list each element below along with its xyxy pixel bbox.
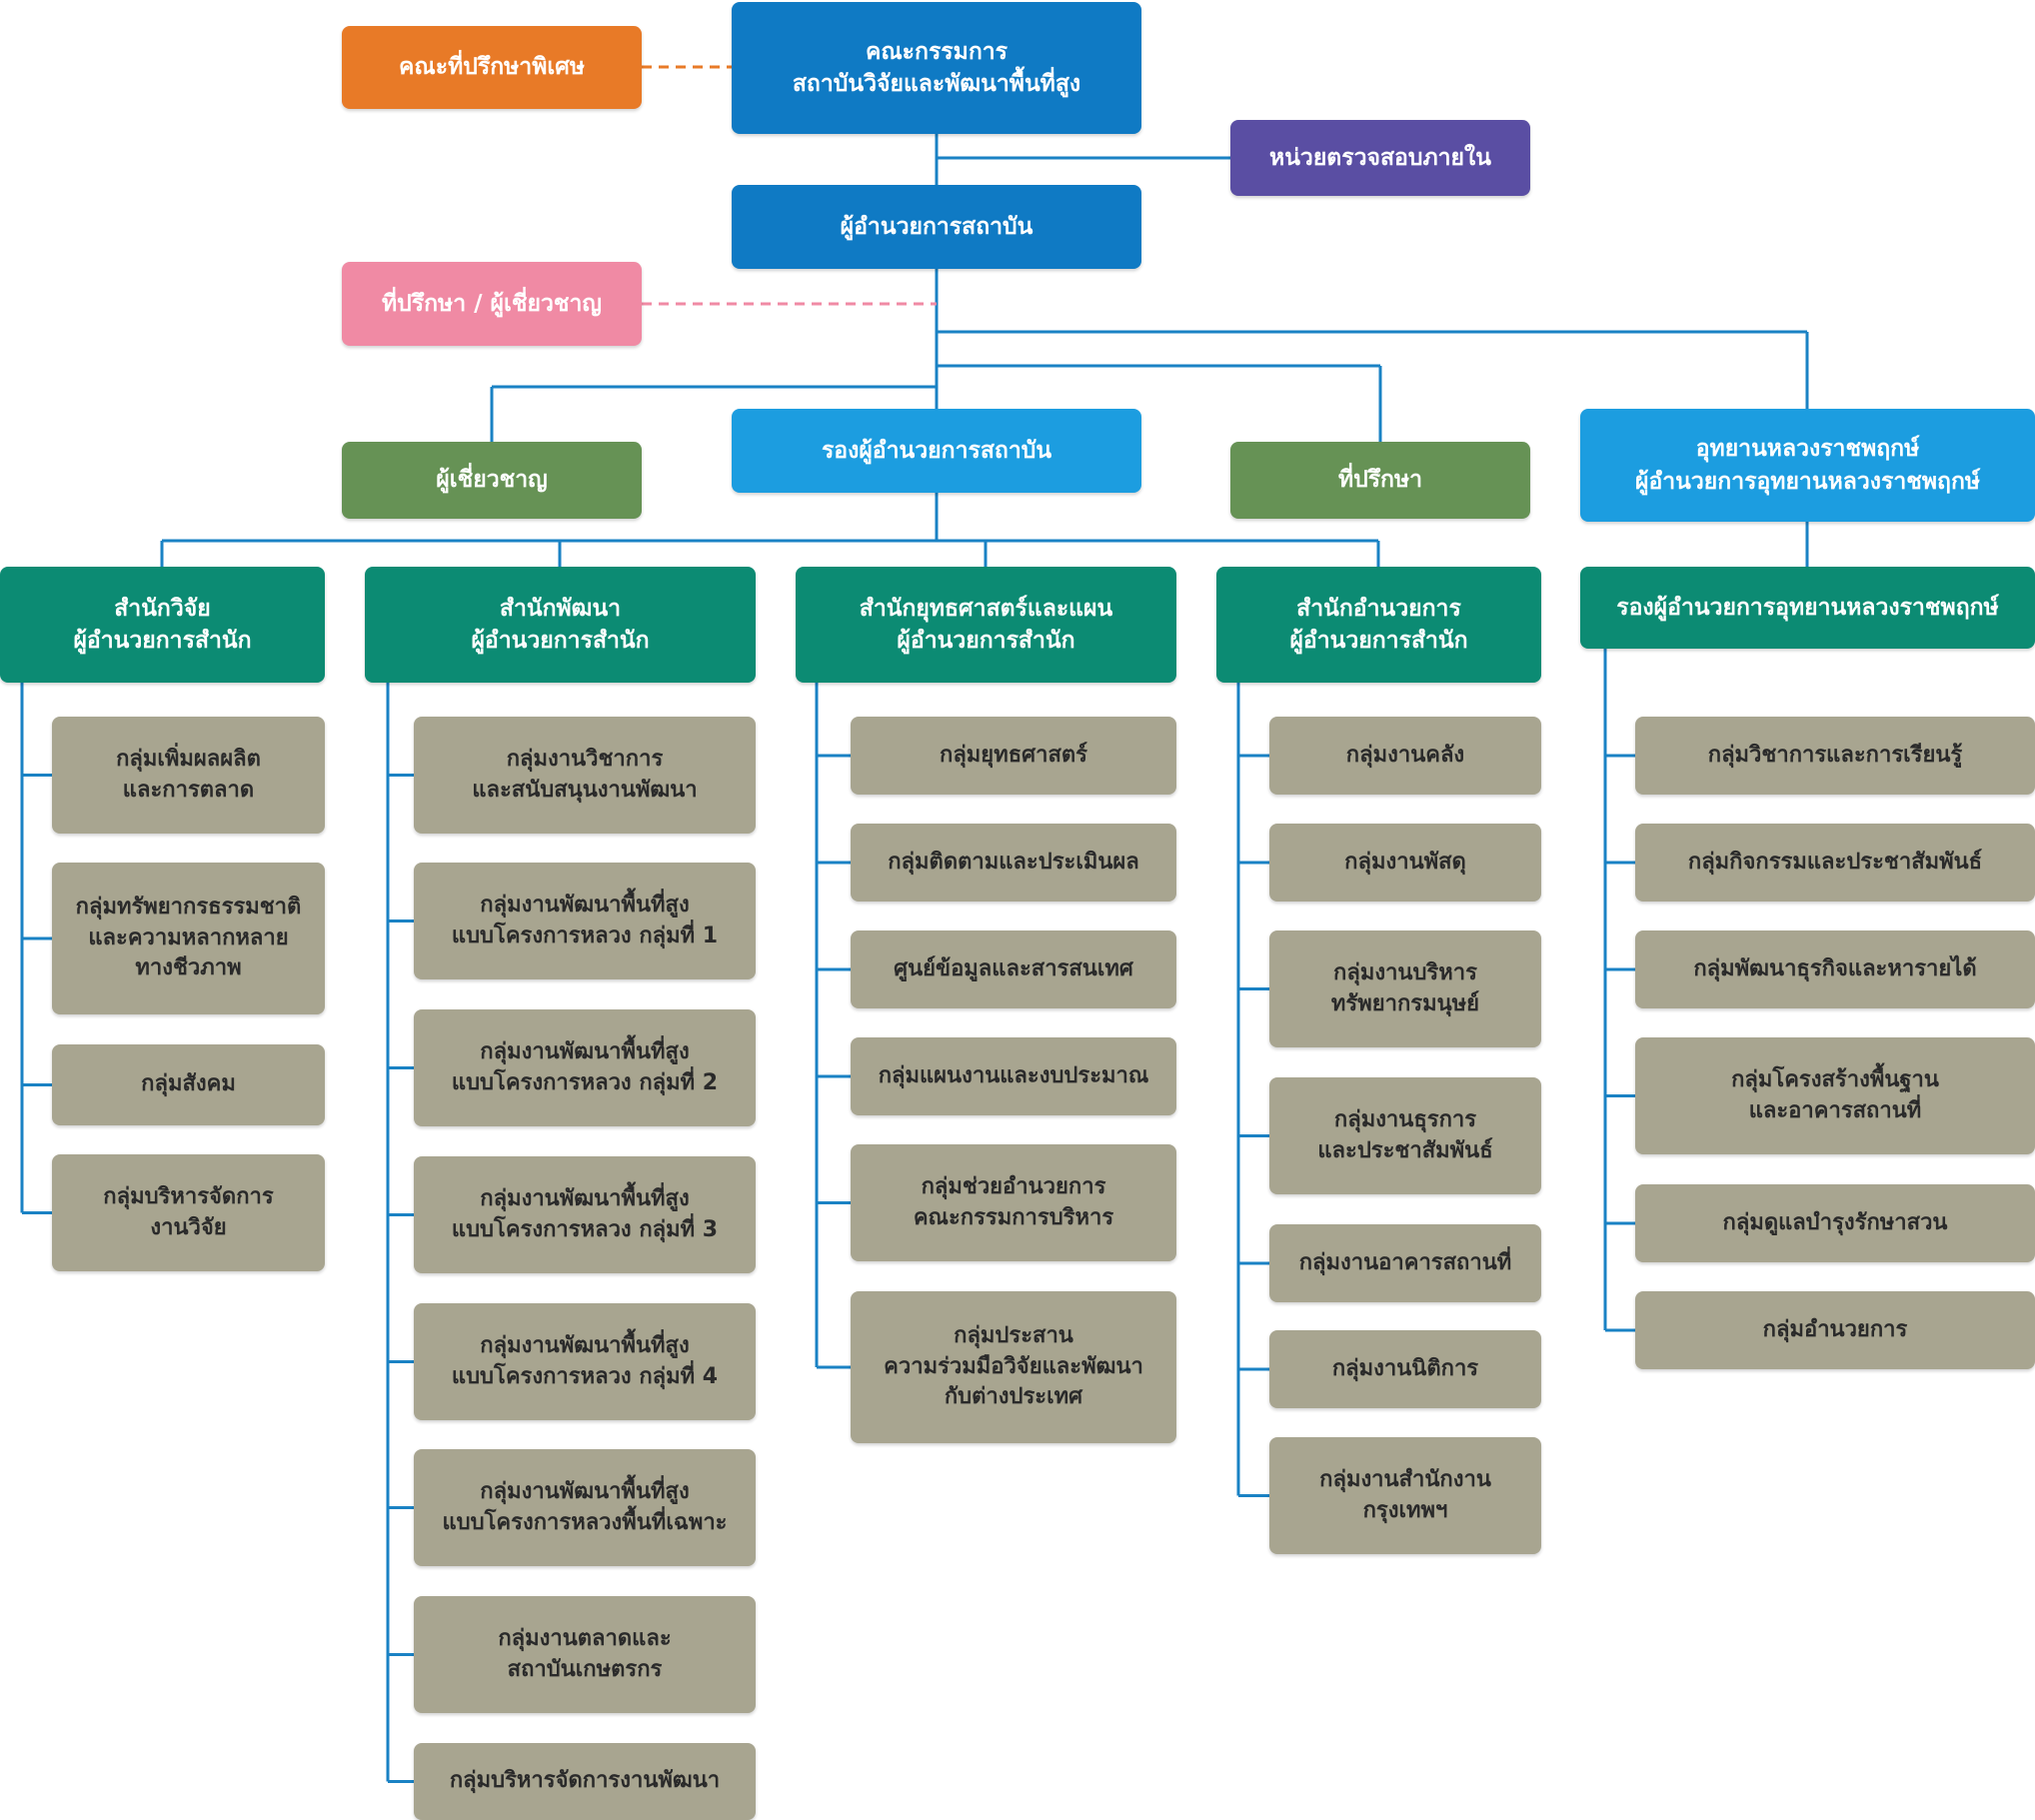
group-box: กลุ่มงานนิติการ bbox=[1269, 1330, 1541, 1408]
expert-box: ผู้เชี่ยวชาญ bbox=[342, 442, 642, 519]
group-label: กลุ่มบริหารจัดการงานพัฒนา bbox=[449, 1768, 721, 1794]
group-label: กลุ่มติดตามและประเมินผล bbox=[888, 849, 1139, 875]
group-box: กลุ่มงานพัฒนาพื้นที่สูง แบบโครงการหลวง ก… bbox=[414, 1009, 756, 1126]
group-box: กลุ่มกิจกรรมและประชาสัมพันธ์ bbox=[1635, 824, 2035, 902]
bureau-box: สำนักวิจัย ผู้อำนวยการสำนัก bbox=[0, 567, 325, 683]
group-label: กลุ่มงานสำนักงาน กรุงเทพฯ bbox=[1319, 1466, 1491, 1523]
group-box: กลุ่มงานธุรการ และประชาสัมพันธ์ bbox=[1269, 1077, 1541, 1194]
group-box: กลุ่มวิชาการและการเรียนรู้ bbox=[1635, 717, 2035, 795]
group-label: กลุ่มงานวิชาการ และสนับสนุนงานพัฒนา bbox=[472, 746, 698, 803]
advisor-expert-label: ที่ปรึกษา / ผู้เชี่ยวชาญ bbox=[382, 290, 602, 317]
deputy-director-label: รองผู้อำนวยการสถาบัน bbox=[821, 437, 1052, 464]
group-box: กลุ่มงานอาคารสถานที่ bbox=[1269, 1224, 1541, 1302]
group-box: กลุ่มโครงสร้างพื้นฐาน และอาคารสถานที่ bbox=[1635, 1037, 2035, 1154]
group-box: กลุ่มเพิ่มผลผลิต และการตลาด bbox=[52, 717, 325, 834]
group-label: กลุ่มยุทธศาสตร์ bbox=[940, 742, 1087, 768]
group-label: กลุ่มพัฒนาธุรกิจและหารายได้ bbox=[1693, 955, 1977, 981]
group-label: กลุ่มงานพัฒนาพื้นที่สูง แบบโครงการหลวง ก… bbox=[451, 892, 719, 948]
group-label: กลุ่มดูแลบำรุงรักษาสวน bbox=[1722, 1209, 1948, 1235]
group-label: กลุ่มทรัพยากรธรรมชาติ และความหลากหลาย ทา… bbox=[75, 894, 302, 981]
group-box: กลุ่มงานคลัง bbox=[1269, 717, 1541, 795]
group-box: กลุ่มติดตามและประเมินผล bbox=[851, 824, 1176, 902]
group-label: กลุ่มงานพัฒนาพื้นที่สูง แบบโครงการหลวงพื… bbox=[442, 1478, 728, 1535]
bureau-title: สำนักอำนวยการ ผู้อำนวยการสำนัก bbox=[1289, 595, 1468, 654]
advisor-box: ที่ปรึกษา bbox=[1230, 442, 1530, 519]
advisor-expert-box: ที่ปรึกษา / ผู้เชี่ยวชาญ bbox=[342, 262, 642, 346]
group-label: กลุ่มงานพัฒนาพื้นที่สูง แบบโครงการหลวง ก… bbox=[451, 1185, 719, 1242]
bureau-title: สำนักวิจัย ผู้อำนวยการสำนัก bbox=[73, 595, 252, 654]
group-box: กลุ่มสังคม bbox=[52, 1044, 325, 1125]
group-label: กลุ่มงานบริหาร ทรัพยากรมนุษย์ bbox=[1330, 959, 1480, 1016]
bureau-box: รองผู้อำนวยการอุทยานหลวงราชพฤกษ์ bbox=[1580, 567, 2035, 649]
group-label: กลุ่มงานนิติการ bbox=[1331, 1355, 1479, 1381]
group-box: กลุ่มงานสำนักงาน กรุงเทพฯ bbox=[1269, 1437, 1541, 1554]
special-advisory-label: คณะที่ปรึกษาพิเศษ bbox=[399, 54, 585, 81]
bureau-box: สำนักยุทธศาสตร์และแผน ผู้อำนวยการสำนัก bbox=[796, 567, 1176, 683]
group-label: กลุ่มบริหารจัดการ งานวิจัย bbox=[103, 1183, 274, 1240]
group-box: กลุ่มบริหารจัดการงานพัฒนา bbox=[414, 1743, 756, 1820]
board-label: คณะกรรมการ สถาบันวิจัยและพัฒนาพื้นที่สูง bbox=[792, 38, 1081, 97]
bureau-box: สำนักพัฒนา ผู้อำนวยการสำนัก bbox=[365, 567, 756, 683]
group-label: กลุ่มประสาน ความร่วมมือวิจัยและพัฒนา กับ… bbox=[884, 1322, 1143, 1410]
group-label: กลุ่มงานพัฒนาพื้นที่สูง แบบโครงการหลวง ก… bbox=[451, 1038, 719, 1095]
group-label: กลุ่มงานพัฒนาพื้นที่สูง แบบโครงการหลวง ก… bbox=[451, 1332, 719, 1389]
group-box: กลุ่มงานพัฒนาพื้นที่สูง แบบโครงการหลวง ก… bbox=[414, 1303, 756, 1420]
group-label: ศูนย์ข้อมูลและสารสนเทศ bbox=[894, 955, 1133, 981]
group-label: กลุ่มสังคม bbox=[141, 1071, 236, 1097]
bureau-box: สำนักอำนวยการ ผู้อำนวยการสำนัก bbox=[1216, 567, 1541, 683]
group-box: กลุ่มบริหารจัดการ งานวิจัย bbox=[52, 1154, 325, 1271]
group-label: กลุ่มงานพัสดุ bbox=[1344, 849, 1466, 875]
group-box: กลุ่มช่วยอำนวยการ คณะกรรมการบริหาร bbox=[851, 1144, 1176, 1261]
group-label: กลุ่มโครงสร้างพื้นฐาน และอาคารสถานที่ bbox=[1731, 1066, 1939, 1123]
group-box: กลุ่มดูแลบำรุงรักษาสวน bbox=[1635, 1184, 2035, 1262]
group-label: กลุ่มอำนวยการ bbox=[1762, 1316, 1908, 1342]
group-box: กลุ่มงานพัฒนาพื้นที่สูง แบบโครงการหลวง ก… bbox=[414, 863, 756, 979]
expert-label: ผู้เชี่ยวชาญ bbox=[436, 467, 548, 494]
group-box: กลุ่มพัฒนาธุรกิจและหารายได้ bbox=[1635, 930, 2035, 1008]
internal-audit-box: หน่วยตรวจสอบภายใน bbox=[1230, 120, 1530, 196]
deputy-director-box: รองผู้อำนวยการสถาบัน bbox=[732, 409, 1141, 493]
bureau-title: สำนักพัฒนา ผู้อำนวยการสำนัก bbox=[471, 595, 650, 654]
group-box: กลุ่มยุทธศาสตร์ bbox=[851, 717, 1176, 795]
director-box: ผู้อำนวยการสถาบัน bbox=[732, 185, 1141, 269]
group-label: กลุ่มวิชาการและการเรียนรู้ bbox=[1707, 742, 1963, 768]
group-box: กลุ่มงานบริหาร ทรัพยากรมนุษย์ bbox=[1269, 930, 1541, 1047]
advisor-label: ที่ปรึกษา bbox=[1337, 467, 1423, 494]
internal-audit-label: หน่วยตรวจสอบภายใน bbox=[1269, 144, 1491, 171]
group-box: กลุ่มทรัพยากรธรรมชาติ และความหลากหลาย ทา… bbox=[52, 863, 325, 1014]
group-box: กลุ่มงานพัฒนาพื้นที่สูง แบบโครงการหลวงพื… bbox=[414, 1449, 756, 1566]
special-advisory-box: คณะที่ปรึกษาพิเศษ bbox=[342, 26, 642, 109]
bureau-title: รองผู้อำนวยการอุทยานหลวงราชพฤกษ์ bbox=[1616, 594, 1999, 621]
group-label: กลุ่มงานคลัง bbox=[1345, 742, 1465, 768]
group-label: กลุ่มกิจกรรมและประชาสัมพันธ์ bbox=[1687, 849, 1983, 875]
bureau-title: สำนักยุทธศาสตร์และแผน ผู้อำนวยการสำนัก bbox=[859, 595, 1113, 654]
park-label: อุทยานหลวงราชพฤกษ์ ผู้อำนวยการอุทยานหลวง… bbox=[1634, 436, 1981, 495]
group-box: กลุ่มงานพัฒนาพื้นที่สูง แบบโครงการหลวง ก… bbox=[414, 1156, 756, 1273]
group-box: กลุ่มอำนวยการ bbox=[1635, 1291, 2035, 1369]
group-label: กลุ่มงานอาคารสถานที่ bbox=[1298, 1249, 1512, 1275]
group-box: กลุ่มงานตลาดและ สถาบันเกษตรกร bbox=[414, 1596, 756, 1713]
group-label: กลุ่มเพิ่มผลผลิต และการตลาด bbox=[116, 746, 261, 803]
group-box: กลุ่มงานพัสดุ bbox=[1269, 824, 1541, 902]
group-label: กลุ่มช่วยอำนวยการ คณะกรรมการบริหาร bbox=[913, 1173, 1114, 1230]
group-box: กลุ่มงานวิชาการ และสนับสนุนงานพัฒนา bbox=[414, 717, 756, 834]
group-box: กลุ่มประสาน ความร่วมมือวิจัยและพัฒนา กับ… bbox=[851, 1291, 1176, 1443]
board-box: คณะกรรมการ สถาบันวิจัยและพัฒนาพื้นที่สูง bbox=[732, 2, 1141, 134]
director-label: ผู้อำนวยการสถาบัน bbox=[840, 213, 1033, 240]
group-label: กลุ่มงานตลาดและ สถาบันเกษตรกร bbox=[498, 1625, 672, 1682]
group-box: ศูนย์ข้อมูลและสารสนเทศ bbox=[851, 930, 1176, 1008]
park-box: อุทยานหลวงราชพฤกษ์ ผู้อำนวยการอุทยานหลวง… bbox=[1580, 409, 2035, 522]
group-box: กลุ่มแผนงานและงบประมาณ bbox=[851, 1037, 1176, 1115]
group-label: กลุ่มงานธุรการ และประชาสัมพันธ์ bbox=[1317, 1106, 1493, 1163]
group-label: กลุ่มแผนงานและงบประมาณ bbox=[878, 1062, 1149, 1088]
